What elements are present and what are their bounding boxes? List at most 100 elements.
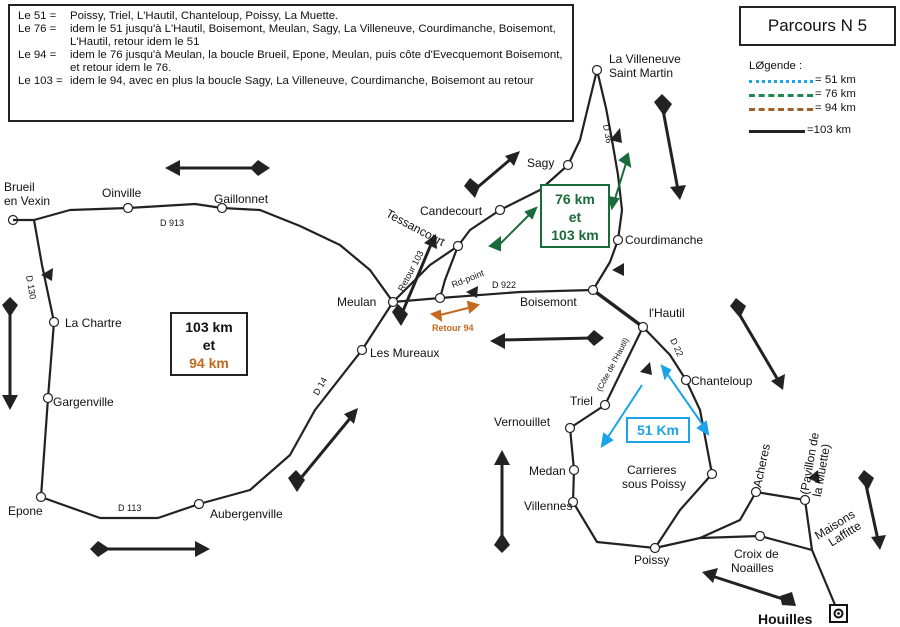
- place-acheres: Acheres: [750, 443, 773, 489]
- rule-label: Le 76 =: [18, 23, 57, 35]
- place-gargenville: Gargenville: [53, 395, 114, 409]
- legend: LØgende : = 51 km = 76 km = 94 km =103 k…: [745, 60, 895, 138]
- distance-north-line1: 76 km: [555, 191, 595, 207]
- arrow-south-courdimanche: [654, 94, 686, 200]
- place-poissy: Poissy: [634, 553, 669, 567]
- place-croix-l2: Noailles: [731, 561, 774, 575]
- place-lhautil: l'Hautil: [649, 306, 685, 320]
- rule-text: idem le 94, avec en plus la boucle Sagy,…: [70, 75, 534, 87]
- place-epone: Epone: [8, 504, 43, 518]
- distance-west-line2: et: [202, 337, 216, 353]
- distance-box-south: 51 Km: [626, 417, 690, 443]
- flow-arrows: [2, 94, 886, 606]
- legend-label-51: = 51 km: [815, 74, 856, 86]
- place-chanteloup: Chanteloup: [691, 374, 753, 388]
- arrow-west-middle: [490, 330, 604, 349]
- legend-title: LØgende :: [749, 60, 803, 72]
- road-label-retour94: Retour 94: [432, 323, 474, 333]
- rule-103: Le 103 = idem le 94, avec en plus la bouc…: [18, 75, 566, 88]
- road-label-d922: D 922: [492, 280, 516, 290]
- rule-text: Poissy, Triel, L'Hautil, Chanteloup, Poi…: [70, 10, 339, 22]
- road-label-d130: D 130: [24, 275, 38, 300]
- distance-box-west: 103 km et 94 km: [170, 312, 248, 376]
- map-title: Parcours N 5: [739, 6, 896, 46]
- direction-triangles: [41, 128, 820, 484]
- distance-north-line2: et: [568, 209, 582, 225]
- rule-label: Le 103 =: [18, 75, 63, 87]
- road-label-d36: D 36: [601, 124, 614, 144]
- place-pavillon: (Pavillon dela Muette): [797, 431, 835, 498]
- road-label-d913: D 913: [160, 218, 184, 228]
- arrow-west-houilles: [702, 568, 796, 606]
- rule-text: idem le 76 jusqu'à Meulan, la boucle Bru…: [70, 49, 563, 74]
- place-boisemont: Boisemont: [520, 295, 577, 309]
- place-aubergenville: Aubergenville: [210, 507, 283, 521]
- route-94-arrow: [429, 300, 481, 323]
- place-carrieres-l2: sous Poissy: [622, 477, 686, 491]
- legend-swatch-103: [749, 130, 805, 133]
- distance-box-north: 76 km et 103 km: [540, 184, 610, 248]
- place-carrieres-l1: Carrieres: [627, 463, 676, 477]
- legend-label-76: = 76 km: [815, 88, 856, 100]
- arrow-ne-mureaux: [288, 408, 358, 492]
- houilles-start-icon: [829, 604, 848, 623]
- place-gaillonnet: Gaillonnet: [214, 192, 269, 206]
- distance-north-line3: 103 km: [551, 227, 599, 243]
- place-oinville: Oinville: [102, 186, 142, 200]
- arrow-north-vernouillet: [494, 450, 510, 553]
- place-brueil-l1: Brueil: [4, 180, 35, 194]
- arrow-west-top: [165, 160, 270, 176]
- rule-94: Le 94 = idem le 76 jusqu'à Meulan, la bou…: [18, 49, 566, 75]
- legend-swatch-51: [749, 80, 813, 83]
- arrow-ne-meulan: [392, 234, 437, 326]
- rule-label: Le 51 =: [18, 10, 57, 22]
- arrow-south-left: [2, 297, 18, 410]
- arrow-ne-sagy: [464, 151, 520, 198]
- arrow-se-right: [730, 298, 785, 390]
- place-la-chartre: La Chartre: [65, 316, 122, 330]
- legend-swatch-94: [749, 108, 813, 111]
- place-houilles: Houilles: [758, 611, 813, 627]
- place-brueil-l2: en Vexin: [4, 194, 50, 208]
- legend-item-103: =103 km: [745, 124, 895, 138]
- rule-76: Le 76 = idem le 51 jusqu'à L'Hautil, Bois…: [18, 23, 566, 49]
- distance-west-line3: 94 km: [189, 355, 229, 371]
- route-connector-hautil: [591, 288, 645, 329]
- place-la-villeneuve-l1: La Villeneuve: [609, 52, 681, 66]
- place-triel: Triel: [570, 394, 593, 408]
- route-76-arrows: [488, 152, 632, 252]
- place-courdimanche: Courdimanche: [625, 233, 703, 247]
- rule-51: Le 51 = Poissy, Triel, L'Hautil, Chantelo…: [18, 10, 566, 23]
- place-la-villeneuve-l2: Saint Martin: [609, 66, 673, 80]
- road-label-rdpoint: Rd-point: [450, 268, 486, 290]
- place-croix-l1: Croix de: [734, 547, 779, 561]
- place-candecourt: Candecourt: [420, 204, 483, 218]
- legend-label-94: = 94 km: [815, 102, 856, 114]
- place-les-mureaux: Les Mureaux: [370, 346, 439, 360]
- place-vernouillet: Vernouillet: [494, 415, 551, 429]
- legend-label-103: =103 km: [807, 124, 852, 136]
- rule-label: Le 94 =: [18, 49, 57, 61]
- distance-south-line1: 51 Km: [636, 422, 680, 438]
- rule-text: idem le 51 jusqu'à L'Hautil, Boisemont, …: [70, 23, 556, 48]
- place-sagy: Sagy: [527, 156, 554, 170]
- place-villennes: Villennes: [524, 499, 572, 513]
- distance-west-line1: 103 km: [185, 319, 233, 335]
- road-label-d113: D 113: [118, 503, 141, 513]
- place-medan: Medan: [529, 464, 566, 478]
- legend-item-76: = 76 km: [745, 88, 895, 102]
- legend-item-94: = 94 km: [745, 102, 895, 116]
- route-103-lines: [32, 69, 624, 520]
- arrow-east-bottom: [90, 541, 210, 557]
- place-meulan: Meulan: [337, 295, 376, 309]
- road-nodes: [7, 64, 811, 554]
- route-description-box: Le 51 = Poissy, Triel, L'Hautil, Chantelo…: [8, 4, 574, 122]
- arrow-south-right: [858, 470, 886, 550]
- place-maisons-laffitte: MaisonsLaffitte: [812, 507, 864, 554]
- route-51-arrows: [600, 364, 710, 448]
